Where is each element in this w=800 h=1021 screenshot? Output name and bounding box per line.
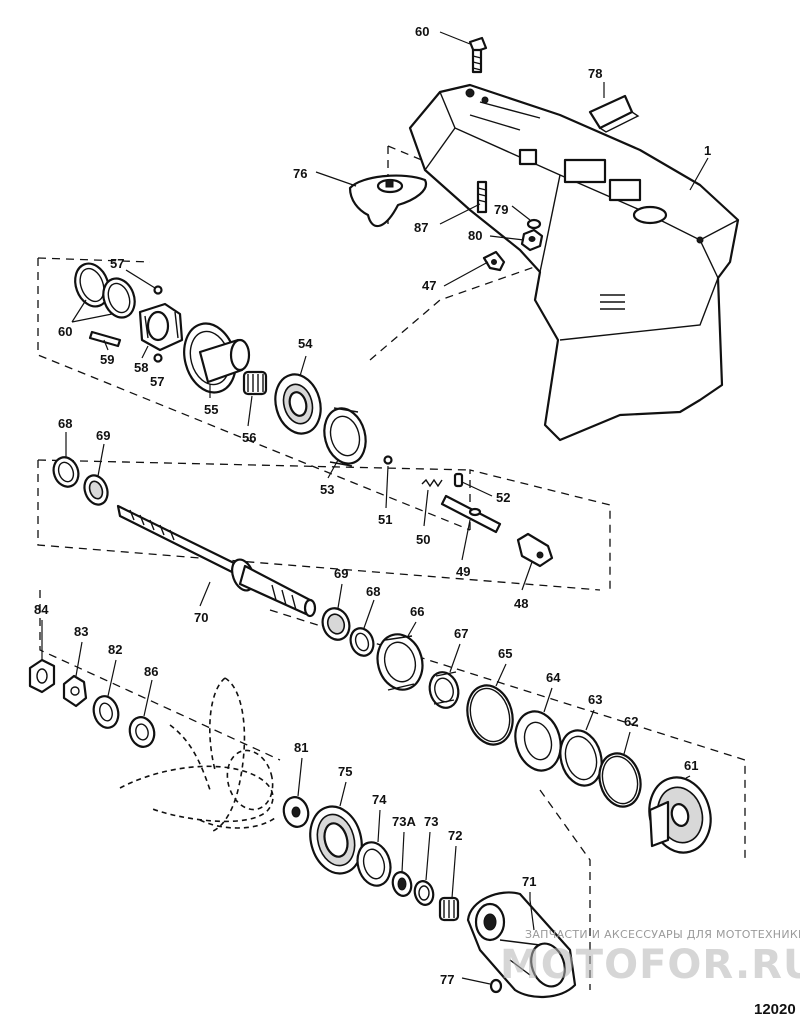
figure-number: 12020 [754, 1001, 796, 1018]
washer-64 [514, 710, 562, 772]
callout-68-upper: 68 [58, 416, 72, 431]
callout-53: 53 [320, 482, 334, 497]
pin-59 [88, 330, 122, 348]
callout-86: 86 [144, 664, 158, 679]
seal-73 [413, 880, 435, 906]
callout-62: 62 [624, 714, 638, 729]
nut-85 [28, 658, 56, 694]
callout-73: 73 [424, 814, 438, 829]
callout-57-top: 57 [110, 256, 124, 271]
stud-87 [476, 180, 488, 214]
callout-57-bottom: 57 [150, 374, 164, 389]
callout-85: 84 [34, 602, 49, 617]
watermark-tagline: ЗАПЧАСТИ И АКСЕССУАРЫ ДЛЯ МОТОТЕХНИКИ [525, 928, 800, 941]
shim-68-lower [349, 627, 375, 657]
callout-47: 47 [422, 278, 436, 293]
washer-82 [282, 796, 310, 828]
balls-57 [153, 285, 163, 363]
spring-50 [421, 478, 443, 488]
leader-lines [41, 31, 709, 985]
callout-73a: 73A [392, 814, 416, 829]
callout-58: 58 [134, 360, 148, 375]
callout-67: 67 [454, 626, 468, 641]
callout-80: 79 [494, 202, 508, 217]
callout-81: 80 [468, 228, 482, 243]
propeller-outline [119, 677, 276, 833]
callout-87: 87 [414, 220, 428, 235]
ball-51 [383, 455, 393, 465]
shims-60 [74, 262, 136, 319]
bearing-carrier-71 [466, 891, 577, 999]
callout-77: 76 [293, 166, 307, 181]
callout-55: 55 [204, 402, 218, 417]
callout-74: 74 [372, 792, 387, 807]
retainer-74 [356, 841, 392, 887]
shim-68-upper [52, 456, 80, 488]
callout-79: 78 [588, 66, 602, 81]
callout-75: 75 [338, 764, 352, 779]
callout-72: 72 [448, 828, 462, 843]
callout-64: 64 [546, 670, 561, 685]
propeller-shaft-70 [116, 504, 317, 618]
key-76 [489, 978, 503, 994]
callout-49: 49 [456, 564, 470, 579]
lock-tab-84 [62, 674, 88, 708]
bearing-69-lower [321, 607, 351, 641]
callout-60: 60 [58, 324, 72, 339]
callout-52: 52 [496, 490, 510, 505]
callout-70: 70 [194, 610, 208, 625]
bearing-75 [309, 805, 363, 875]
cup-53 [323, 407, 367, 467]
callout-83: 82 [108, 642, 122, 657]
clutch-58 [138, 302, 184, 352]
nut-81 [520, 228, 544, 252]
o-ring-62 [598, 752, 642, 808]
bearing-67 [428, 671, 460, 709]
bearing-54 [274, 373, 322, 435]
seal-63 [559, 729, 603, 787]
bolt-78 [468, 36, 488, 74]
callout-84: 83 [74, 624, 88, 639]
callout-68-lower: 68 [366, 584, 380, 599]
pin-47 [482, 250, 506, 272]
seal-73a [391, 871, 413, 897]
watermark-brand: MOTOFOR.RU [500, 942, 800, 988]
group-outline-propshaft [39, 590, 746, 990]
callout-1: 1 [704, 143, 711, 158]
callout-54: 54 [298, 336, 313, 351]
callout-59: 59 [100, 352, 114, 367]
callout-51: 51 [378, 512, 392, 527]
shift-rod-49 [440, 494, 502, 534]
trim-tab-77 [348, 174, 428, 227]
washer-83 [92, 695, 120, 729]
retainer-86 [128, 716, 156, 748]
pin-52 [453, 472, 464, 488]
bearing-56 [242, 370, 268, 396]
callout-labels: 60 78 1 76 87 79 80 47 57 60 59 58 57 55… [34, 24, 711, 987]
callout-78: 60 [415, 24, 429, 39]
callout-66: 66 [410, 604, 424, 619]
callout-76: 77 [440, 972, 454, 987]
callout-69-upper: 69 [96, 428, 110, 443]
callout-82: 81 [294, 740, 308, 755]
callout-50: 50 [416, 532, 430, 547]
washer-80 [526, 218, 542, 230]
callout-71: 71 [522, 874, 536, 889]
callout-61: 61 [684, 758, 698, 773]
callout-65: 65 [498, 646, 512, 661]
anode-79 [588, 94, 640, 133]
callout-48: 48 [514, 596, 528, 611]
gear-55 [183, 322, 251, 394]
cam-48 [516, 532, 554, 568]
callout-56: 56 [242, 430, 256, 445]
callout-63: 63 [588, 692, 602, 707]
gear-housing [408, 83, 740, 442]
gear-61 [648, 776, 712, 854]
cup-66 [376, 633, 424, 691]
bearing-69-upper [83, 474, 109, 506]
callout-69-lower: 69 [334, 566, 348, 581]
bearing-72 [438, 896, 460, 922]
o-ring-65 [466, 684, 514, 746]
